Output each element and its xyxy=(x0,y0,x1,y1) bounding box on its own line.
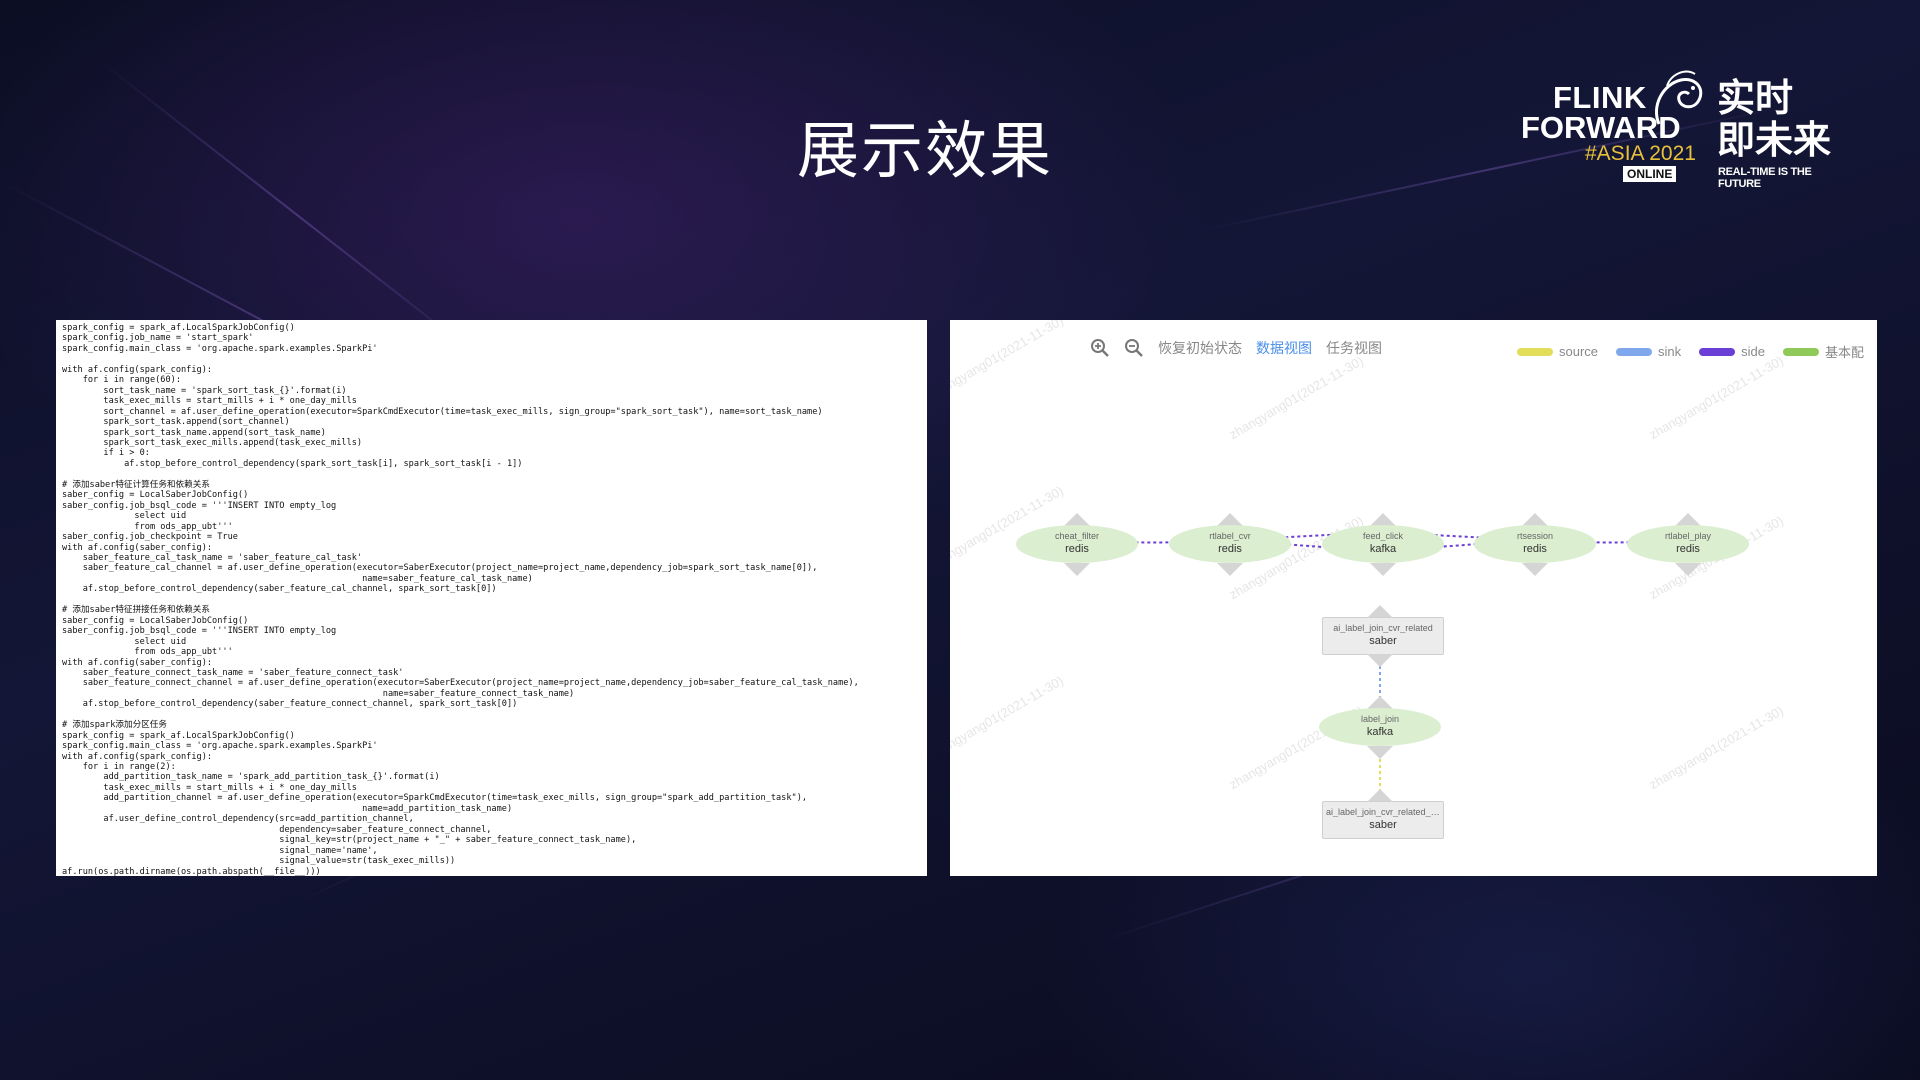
logo-flink-text: FLINK xyxy=(1553,80,1647,115)
node-name: ai_label_join_cvr_related_s... xyxy=(1326,807,1443,817)
graph-panel: zhangyang01(2021-11-30) zhangyang01(2021… xyxy=(950,320,1877,876)
legend-label: 基本配 xyxy=(1825,345,1865,360)
reset-view-button[interactable]: 恢复初始状态 xyxy=(1158,341,1242,357)
node-name: rtlabel_cvr xyxy=(1209,531,1251,541)
node-type: kafka xyxy=(1366,726,1394,738)
node-name: feed_click xyxy=(1362,531,1404,541)
logo-tagline: REAL-TIME IS THE FUTURE xyxy=(1718,166,1812,190)
node-type: redis xyxy=(1523,543,1547,555)
tab-data-view[interactable]: 数据视图 xyxy=(1256,341,1312,357)
legend-item-source: source xyxy=(1517,342,1598,361)
graph-node-label-join[interactable]: label_join kafka xyxy=(1319,708,1441,746)
node-type: redis xyxy=(1218,543,1242,555)
logo-forward-text: FORWARD xyxy=(1521,110,1681,145)
graph-edges xyxy=(1076,531,1689,790)
node-type: redis xyxy=(1676,543,1700,555)
graph-node-rtsession[interactable]: rtsession redis xyxy=(1474,525,1596,563)
node-name: cheat_filter xyxy=(1054,531,1100,541)
zoom-in-icon[interactable] xyxy=(1090,338,1110,358)
graph-toolbar: 恢复初始状态 数据视图 任务视图 xyxy=(1090,338,1382,358)
node-name: rtsession xyxy=(1516,531,1553,541)
node-port-bottom xyxy=(1675,563,1701,576)
logo-online-badge: ONLINE xyxy=(1623,166,1677,182)
logo-chinese-line2: 即未来 xyxy=(1717,118,1832,162)
legend-swatch xyxy=(1699,347,1736,356)
flink-forward-logo: FLINK FORWARD #ASIA 2021 ONLINE 实时 即未来 R… xyxy=(1515,66,1845,190)
tab-task-view[interactable]: 任务视图 xyxy=(1326,341,1382,357)
node-port-bottom xyxy=(1522,563,1548,576)
zoom-out-icon[interactable] xyxy=(1124,338,1144,358)
legend-swatch xyxy=(1783,347,1820,356)
legend-item-sink: sink xyxy=(1616,342,1681,361)
node-name: label_join xyxy=(1360,714,1400,724)
node-name: rtlabel_play xyxy=(1664,531,1712,541)
node-port-top xyxy=(1367,696,1393,709)
node-port-top xyxy=(1367,605,1393,618)
node-type: kafka xyxy=(1369,543,1397,555)
node-port-bottom xyxy=(1367,654,1393,667)
logo-chinese-line1: 实时 xyxy=(1717,76,1794,120)
legend-swatch xyxy=(1616,347,1653,356)
node-port-top xyxy=(1675,513,1701,526)
legend-swatch xyxy=(1517,347,1553,356)
legend-label: source xyxy=(1559,344,1599,359)
slide-title: 展示效果 xyxy=(796,114,1053,187)
node-name: ai_label_join_cvr_related xyxy=(1333,623,1433,633)
node-port-bottom xyxy=(1367,746,1393,759)
legend-label: sink xyxy=(1658,344,1682,359)
graph-node-ai-label-join-cvr-related-s[interactable]: ai_label_join_cvr_related_s... saber xyxy=(1322,801,1444,839)
node-port-top xyxy=(1522,513,1548,526)
node-type: saber xyxy=(1369,819,1397,831)
graph-node-rtlabel-cvr[interactable]: rtlabel_cvr redis xyxy=(1169,525,1291,563)
node-port-top xyxy=(1064,513,1090,526)
logo-event-text: #ASIA 2021 xyxy=(1585,142,1696,165)
code-panel: spark_config = spark_af.LocalSparkJobCon… xyxy=(56,320,927,876)
graph-node-ai-label-join-cvr-related[interactable]: ai_label_join_cvr_related saber xyxy=(1322,617,1444,655)
node-port-top xyxy=(1370,513,1396,526)
graph-node-rtlabel-play[interactable]: rtlabel_play redis xyxy=(1627,525,1749,563)
legend-label: side xyxy=(1741,344,1766,359)
squirrel-logo-icon xyxy=(1655,70,1703,125)
node-port-top xyxy=(1217,513,1243,526)
node-type: redis xyxy=(1065,543,1089,555)
graph-legend: source sink side 基本配 xyxy=(1517,342,1864,361)
node-port-top xyxy=(1367,789,1393,802)
node-port-bottom xyxy=(1370,563,1396,576)
node-port-bottom xyxy=(1064,563,1090,576)
legend-item-side: side xyxy=(1699,342,1765,361)
node-type: saber xyxy=(1369,635,1397,647)
graph-node-feed-click[interactable]: feed_click kafka xyxy=(1322,525,1444,563)
code-block: spark_config = spark_af.LocalSparkJobCon… xyxy=(62,323,859,876)
legend-item-basic-config: 基本配 xyxy=(1783,342,1864,361)
graph-node-cheat-filter[interactable]: cheat_filter redis xyxy=(1016,525,1138,563)
node-port-bottom xyxy=(1217,563,1243,576)
